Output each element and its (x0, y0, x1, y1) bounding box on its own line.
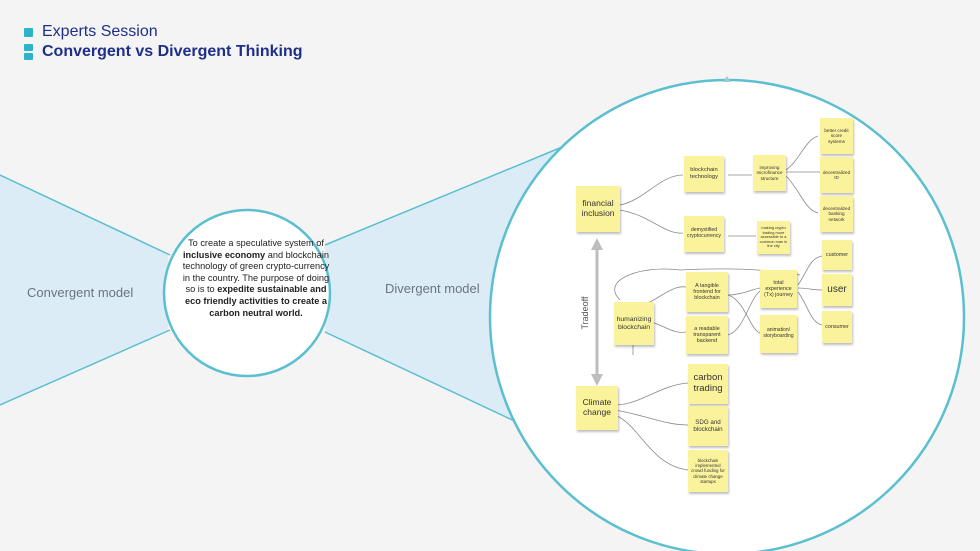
page-title: Convergent vs Divergent Thinking (42, 43, 303, 60)
sticky-customer: customer (822, 240, 852, 270)
header-bullet-icon (24, 53, 33, 60)
purpose-text-1: To create a speculative system of (188, 238, 324, 248)
convergent-cone-edge-bottom (0, 329, 171, 406)
sticky-consumer: consumer (822, 311, 852, 343)
sticky-making-crypto-trading-accessible: making crypto trading more accessible to… (757, 221, 790, 254)
header-subtitle: Experts Session (42, 23, 158, 40)
sticky-tangible-frontend: A tangible frontend for blockchain (686, 272, 728, 312)
sticky-financial-inclusion: financial inclusion (576, 186, 620, 232)
convergent-model-label: Convergent model (27, 285, 134, 300)
header: Experts Session Convergent vs Divergent … (24, 22, 302, 62)
sticky-decentralized-banking: decentralized banking network (820, 196, 853, 232)
divergent-model-label: Divergent model (385, 281, 480, 296)
sticky-better-credit-score: better credit score systems (820, 118, 853, 154)
sticky-animation-storyboarding: animation/ storyboarding (760, 315, 797, 353)
purpose-text-2: and blockchain technology of green crypt… (182, 249, 330, 295)
sticky-crowd-funding: blockchain implemented crowd funding for… (688, 450, 728, 492)
sticky-humanizing-blockchain: humanizing blockchain (614, 302, 654, 345)
top-marker-icon (723, 76, 731, 82)
sticky-carbon-trading: carbon trading (688, 364, 728, 404)
tradeoff-arrow (591, 238, 603, 386)
sticky-user: user (822, 274, 852, 306)
header-bullet-icon (24, 44, 33, 51)
connector-lines (614, 135, 823, 471)
sticky-readable-backend: a readable transparent backend (686, 316, 728, 354)
convergent-cone (0, 175, 168, 405)
convergent-cone-edge-top (0, 174, 171, 256)
divergent-cone-edge-top (324, 144, 568, 246)
sticky-improving-microfinance: improving microfinance structure (753, 155, 786, 191)
sticky-sdg-blockchain: SDG and blockchain (688, 406, 728, 446)
tradeoff-label: Tradeoff (580, 296, 590, 330)
purpose-bold-1: inclusive economy (182, 249, 266, 260)
header-bullet-icon (24, 27, 33, 37)
purpose-statement: To create a speculative system of inclus… (182, 238, 330, 319)
sticky-decentralized-id: decentralized ID (820, 157, 853, 193)
sticky-total-experience: total experience (Tx) journey (760, 270, 797, 308)
convergent-circle (162, 208, 332, 378)
sticky-blockchain-technology: blockchain technology (684, 156, 724, 192)
purpose-bold-2: expedite sustainable and eco friendly ac… (185, 284, 327, 318)
sticky-climate-change: Climate change (576, 386, 618, 430)
sticky-demystified-cryptocurrency: demystified cryptocurrency (684, 216, 724, 252)
header-bullets (24, 43, 33, 61)
